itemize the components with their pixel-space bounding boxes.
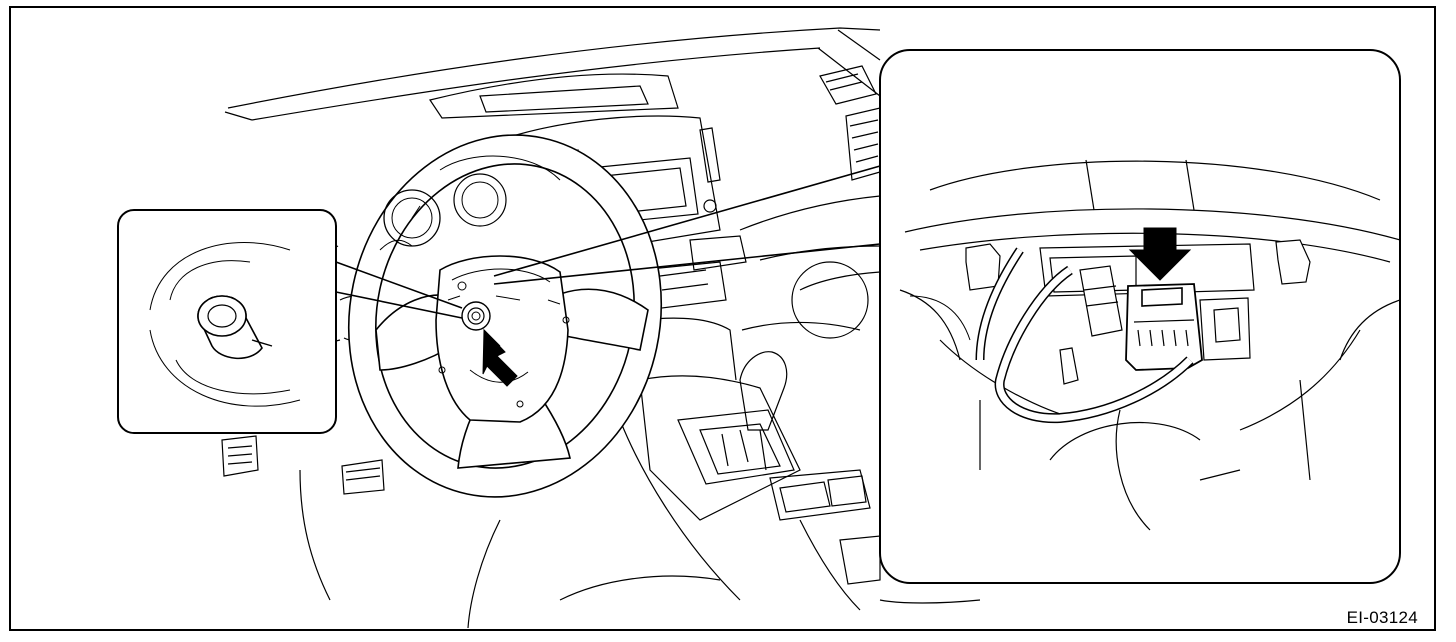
block-arrow-icon bbox=[482, 328, 518, 387]
block-arrow-icon bbox=[1128, 227, 1192, 281]
right-inset bbox=[879, 49, 1401, 584]
left-inset bbox=[117, 209, 337, 434]
callout-lines bbox=[335, 165, 881, 319]
dashboard-interior bbox=[221, 27, 981, 629]
steering-wheel bbox=[347, 134, 663, 498]
figure-id-label: EI-03124 bbox=[1346, 608, 1418, 627]
